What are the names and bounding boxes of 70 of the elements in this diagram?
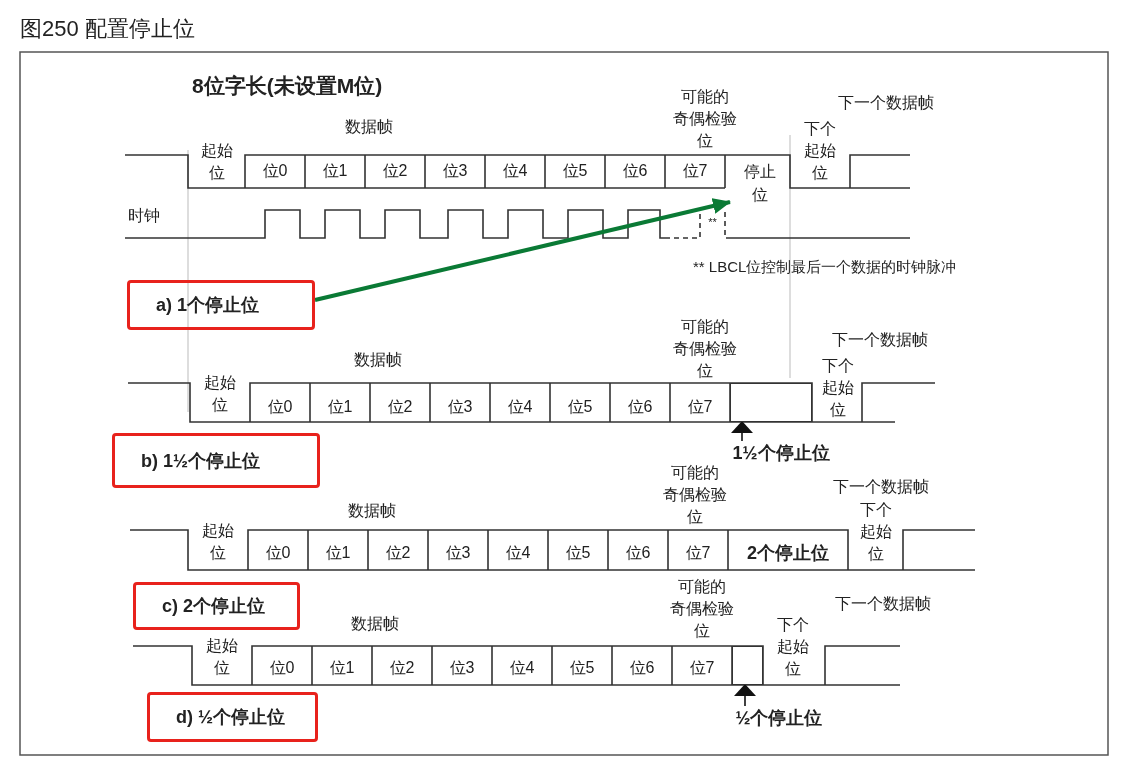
option-box: b) 1½个停止位 [112,433,320,488]
bit-label: 位2 [388,658,416,678]
bit-label: 位7 [681,161,709,181]
next-frame-label: 下一个数据帧 [835,594,932,614]
option-box: a) 1个停止位 [127,280,315,330]
bit-label: 位2 [384,543,412,563]
stop-bits-label: 2个停止位 [746,542,830,565]
bit-label: 位1 [324,543,352,563]
start-bit-label: 起始位 [203,373,237,415]
heading: 8位字长(未设置M位) [192,73,384,99]
bit-label: 位6 [626,397,654,417]
bit-label: 位4 [501,161,529,181]
stop-bit-label: ½个停止位 [720,706,838,730]
stop-bit-slot [730,383,812,422]
bit-label: 位4 [504,543,532,563]
parity-label: 可能的奇偶检验位 [669,577,735,641]
next-start-label: 下个起始位 [859,500,893,564]
bit-label: 位1 [326,397,354,417]
bit-label: 位1 [328,658,356,678]
next-start-label: 下个起始位 [776,615,810,679]
bit-label: 位3 [446,397,474,417]
bit-label: 位7 [686,397,714,417]
arrow [314,198,731,302]
bit-label: 位4 [508,658,536,678]
bit-label: 位5 [561,161,589,181]
next-start-label: 下个起始位 [803,119,837,183]
bit-label: 位0 [266,397,294,417]
stop-bit-slot [732,646,763,685]
bit-label: 位6 [624,543,652,563]
parity-label: 可能的奇偶检验位 [662,463,728,527]
option-box: c) 2个停止位 [133,582,300,630]
bit-label: 位0 [261,161,289,181]
next-frame-label: 下一个数据帧 [838,93,935,113]
bit-label: 位3 [444,543,472,563]
stop-bit-label: 1½个停止位 [717,441,845,465]
clock-note-mark: ** [707,215,718,230]
bit-label: 位6 [621,161,649,181]
next-start-label: 下个起始位 [821,356,855,420]
arrow [731,421,753,442]
bit-label: 位4 [506,397,534,417]
start-bit-label: 起始位 [205,636,239,678]
clock-label: 时钟 [128,206,161,226]
start-bit-label: 起始位 [201,521,235,563]
bit-label: 位0 [268,658,296,678]
next-frame-label: 下一个数据帧 [832,330,929,350]
bit-label: 位7 [688,658,716,678]
bit-label: 位2 [386,397,414,417]
start-bit-label: 起始位 [199,141,234,183]
bit-label: 位6 [628,658,656,678]
parity-label: 可能的奇偶检验位 [672,87,738,151]
bit-label: 位3 [441,161,469,181]
bit-label: 位7 [684,543,712,563]
bit-label: 位5 [566,397,594,417]
stop-bit-cell: 停止位 [730,160,790,210]
bit-label: 位3 [448,658,476,678]
figure-title: 图250 配置停止位 [20,15,195,43]
frame-label: 数据帧 [353,350,403,370]
bit-label: 位2 [381,161,409,181]
parity-label: 可能的奇偶检验位 [672,317,738,381]
bit-label: 位0 [264,543,292,563]
frame-label: 数据帧 [344,117,394,137]
bit-label: 位1 [321,161,349,181]
arrow [734,684,756,707]
bit-label: 位5 [568,658,596,678]
frame-label: 数据帧 [347,501,397,521]
frame-label: 数据帧 [350,614,400,634]
option-box: d) ½个停止位 [147,692,318,742]
bit-label: 位5 [564,543,592,563]
footnote: ** LBCL位控制最后一个数据的时钟脉冲 [693,257,958,277]
next-frame-label: 下一个数据帧 [833,477,930,497]
